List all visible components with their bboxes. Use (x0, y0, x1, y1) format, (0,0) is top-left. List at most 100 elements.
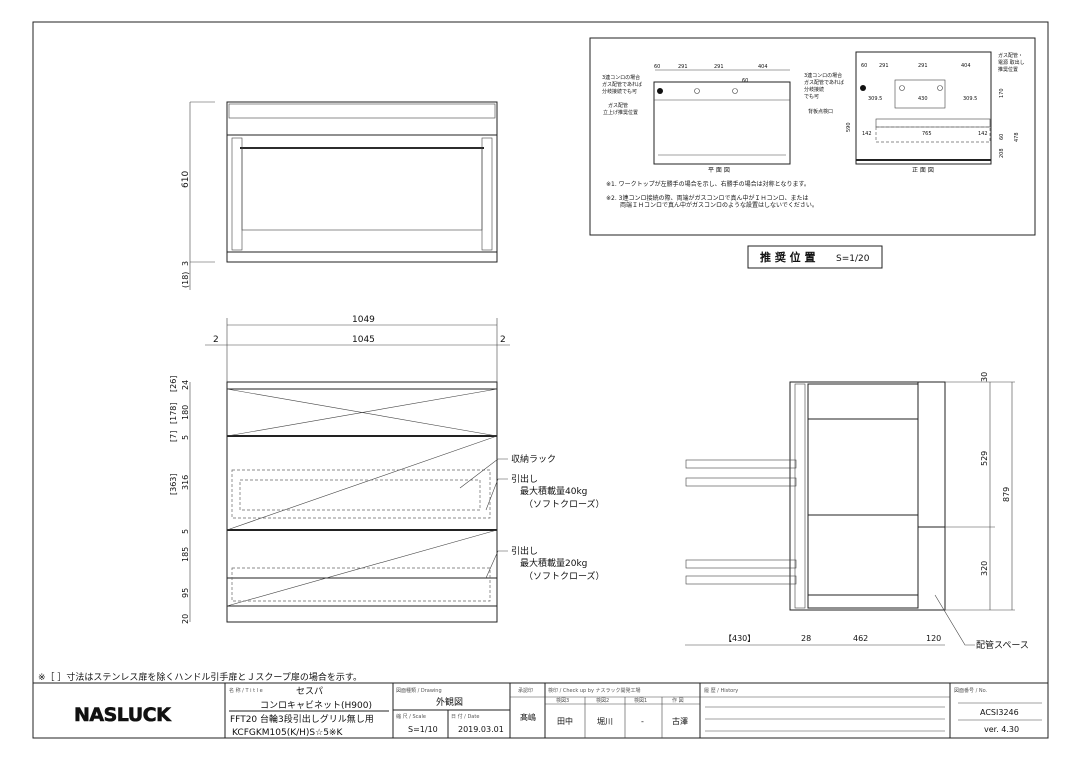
dim-side-right: 2 (500, 335, 506, 345)
drawing-version: ver. 4.30 (984, 725, 1019, 734)
elev-dim-11: 170 (999, 88, 1005, 98)
bracket-note: ※［ ］寸法はステンレス扉を除くハンドル引手扉とＪスクープ扉の場合を示す。 (38, 671, 362, 683)
recommended-title-box (747, 245, 883, 269)
title-series: セスパ (296, 686, 323, 697)
dim-3: 3 (181, 261, 190, 266)
label-storage-rack: 収納ラック (511, 453, 556, 465)
dim-right-2: 320 (980, 561, 989, 576)
dim-left-4: 5 (181, 529, 190, 534)
title-desc: FFT20 台輪3段引出しグリル無し用 (230, 713, 374, 725)
approver: 髙嶋 (520, 712, 536, 722)
elev-dim-7: 142 (862, 131, 872, 137)
dim-bracket-1: [178] (169, 402, 178, 424)
title-model: KCFGKM105(K/H)S☆5※K (232, 728, 343, 738)
plan-note-gas-1: 立上げ推奨位置 (603, 109, 638, 116)
drawing-label: 図面種類 / Drawing (396, 687, 442, 694)
recommended-title: 推 奨 位 置 (760, 250, 816, 264)
dim-inner-width: 1045 (352, 335, 375, 345)
scale-value: S=1/10 (408, 725, 438, 734)
elev-dim-2: 291 (918, 63, 928, 69)
plan-note-3burner-2: 分岐接続でも可 (602, 88, 637, 95)
front-view: 1049 1045 2 2 24 180 5 316 5 185 95 20 [… (169, 315, 605, 624)
label-drawer1: 引出し (511, 473, 538, 485)
recommended-position-panel: 60 291 291 404 60 3連コンロの場合 ガス配管であれば 分岐接続… (589, 37, 1036, 236)
plan-dim-2: 291 (714, 64, 724, 70)
check-val-1: 堀川 (597, 717, 613, 726)
title-block: NASLUCK 名 称 / T i t l e セスパ コンロキャビネット(H9… (74, 683, 1042, 738)
elev-dim-13: 60 (999, 134, 1005, 140)
dim-bracket-0: [26] (169, 376, 178, 392)
elev-note-gas-1: 電源 取出し (998, 59, 1025, 66)
date-label: 日 付 / Date (451, 713, 479, 720)
label-drawer2: 引出し (511, 545, 538, 557)
elev-dim-3: 404 (961, 63, 971, 69)
check-val-0: 田中 (557, 716, 573, 726)
elev-dim-9: 142 (978, 131, 988, 137)
elev-dim-6: 309.5 (963, 96, 977, 102)
drawing-number: ACSI3246 (980, 708, 1019, 717)
dim-bracket-2: [7] (169, 431, 178, 442)
no-label: 図面番号 / No. (954, 687, 988, 694)
dim-left-0: 24 (181, 380, 190, 390)
elev-caption: 正 面 図 (912, 167, 934, 174)
dim-depth: 610 (181, 171, 191, 188)
plan-note-2a: ※2. 3連コンロ接続の際、両端がガスコンロで真ん中がＩＨコンロ、または (606, 194, 808, 202)
label-drawer1-load: 最大積載量40kg (520, 485, 587, 497)
top-view: 610 3 (18) (181, 101, 498, 290)
dim-right-1: 529 (980, 451, 989, 466)
dim-overall-height: 879 (1002, 487, 1011, 502)
plan-note-3burner-0: 3連コンロの場合 (602, 74, 640, 81)
elev-note-3burner-2: 分岐接続 (804, 86, 824, 93)
dim-bottom-0: 【430】 (724, 634, 755, 643)
dim-left-3: 316 (181, 475, 190, 490)
label-pipe-space: 配管スペース (976, 639, 1029, 651)
history-label: 履 歴 / History (704, 688, 738, 694)
plan-dim-0: 60 (654, 64, 660, 70)
date-value: 2019.03.01 (458, 725, 504, 734)
label-drawer2-load: 最大積載量20kg (520, 557, 587, 569)
check-label: 検印 / Check up by ナスラック開発工場 (548, 687, 641, 694)
dim-left-1: 180 (181, 405, 190, 420)
elev-note-3burner-3: でも可 (804, 94, 819, 100)
check-val-3: 古澤 (672, 716, 688, 726)
dim-bottom-1: 28 (801, 634, 811, 643)
label-drawer1-close: （ソフトクローズ） (524, 498, 605, 510)
dim-overall-width: 1049 (352, 315, 375, 325)
nasluck-logo: NASLUCK (74, 704, 172, 726)
drawing-type: 外観図 (436, 696, 463, 708)
recommended-scale: S=1/20 (836, 254, 870, 264)
sheet-border (32, 21, 1049, 739)
check-val-2: - (641, 717, 644, 726)
dim-bracket-3: [363] (169, 473, 178, 495)
elev-dim-4: 309.5 (868, 96, 882, 102)
elev-note-3burner-1: ガス配管であれば (804, 79, 844, 86)
check-col-2: 検図1 (634, 697, 647, 704)
check-col-3: 作 図 (672, 697, 684, 704)
plan-note-gas-0: ガス配管 (608, 102, 628, 109)
elev-dim-0: 60 (861, 63, 867, 69)
check-col-1: 検図2 (596, 697, 609, 704)
elev-note-3burner-0: 3連コンロの場合 (804, 72, 842, 79)
dim-bottom-3: 120 (926, 634, 941, 643)
dim-bottom-2: 462 (853, 634, 868, 643)
plan-dim-3: 404 (758, 64, 768, 70)
elev-dim-10: 590 (846, 122, 852, 132)
elev-dim-14: 208 (999, 148, 1005, 158)
dim-left-7: 20 (181, 614, 190, 624)
elev-dim-12: 478 (1014, 132, 1020, 142)
title-name: コンロキャビネット(H900) (260, 700, 372, 711)
plan-caption: 平 面 図 (708, 167, 730, 174)
elev-dim-1: 291 (879, 63, 889, 69)
dim-left-5: 185 (181, 547, 190, 562)
scale-label: 縮 尺 / Scale (396, 713, 426, 720)
elev-note-gas-0: ガス配管・ (998, 52, 1023, 59)
elev-dim-5: 430 (918, 96, 928, 102)
dim-18: (18) (181, 272, 190, 288)
plan-note-2b: 両端ＩＨコンロで真ん中がガスコンロのような設置はしないでください。 (620, 201, 818, 209)
side-view: 30 529 320 879 【430】 28 462 120 配管スペース (685, 372, 1029, 651)
dim-left-2: 5 (181, 435, 190, 440)
dim-left-6: 95 (181, 588, 190, 598)
check-col-0: 検図3 (556, 697, 569, 704)
